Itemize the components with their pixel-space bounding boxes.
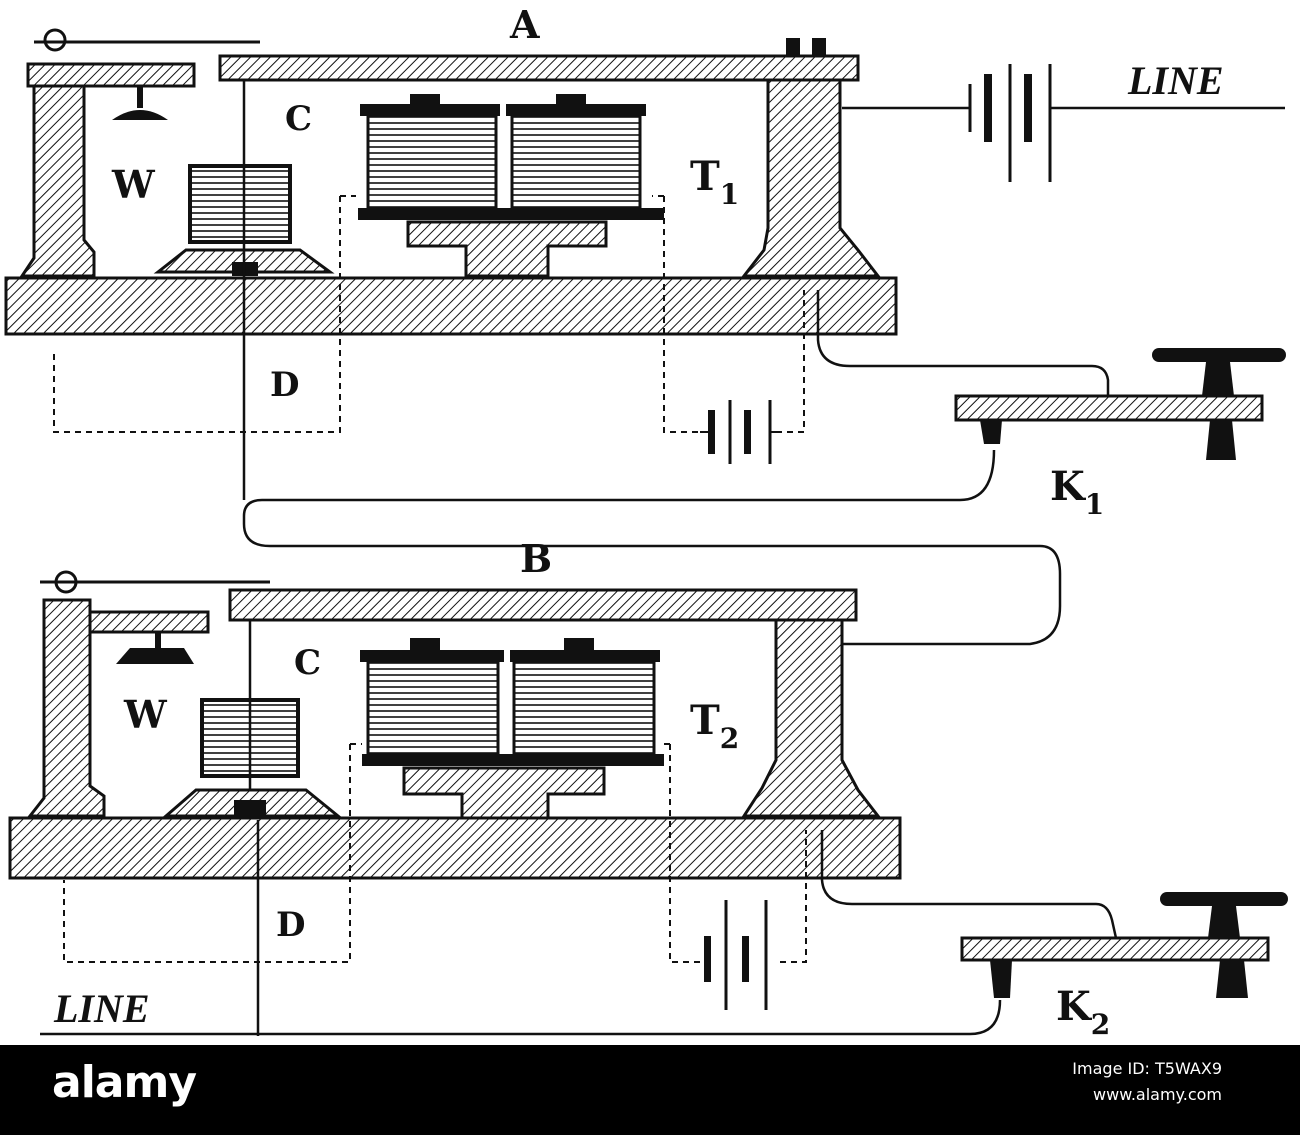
adjust-screw-top xyxy=(112,110,168,120)
local-battery-top xyxy=(700,400,776,464)
line-battery xyxy=(968,64,1052,182)
lever-a-pin xyxy=(786,38,800,56)
magnet-coil-left-bottom xyxy=(366,660,500,756)
telegraph-key-k1 xyxy=(954,348,1286,460)
adjust-screw-bottom xyxy=(116,648,194,664)
label-b: B xyxy=(520,536,552,581)
label-t2: T2 xyxy=(690,697,739,755)
label-w-top: W xyxy=(111,162,156,207)
magnet-yoke-bottom xyxy=(402,766,606,820)
lever-a-pin xyxy=(812,38,826,56)
right-pillar-top xyxy=(740,78,882,278)
label-c-bottom: C xyxy=(294,643,321,683)
label-d-top: D xyxy=(270,365,299,405)
magnet-coil-right-bottom xyxy=(512,660,656,756)
left-pillar-top xyxy=(19,84,96,278)
label-line-bottom: LINE xyxy=(53,986,150,1031)
telegraph-diagram: A C W D T1 K1 LINE B C W D T2 K2 LINE xyxy=(4,2,1288,1041)
image-id-text: Image ID: T5WAX9 xyxy=(1072,1059,1222,1078)
magnet-yoke-top xyxy=(406,220,608,278)
left-pillar-bottom xyxy=(26,598,106,818)
local-battery-bottom xyxy=(704,900,768,1010)
magnet-coil-left-top xyxy=(366,114,498,210)
label-c-top: C xyxy=(285,99,312,139)
telegraph-key-k2 xyxy=(960,892,1288,998)
wire-b xyxy=(242,449,1062,646)
label-w-bottom: W xyxy=(123,692,168,737)
base-top xyxy=(4,276,898,336)
cell-w-top xyxy=(188,164,292,244)
label-k2: K2 xyxy=(1056,983,1110,1041)
left-arm-top xyxy=(26,62,196,88)
label-a: A xyxy=(509,2,540,47)
instrument-top xyxy=(4,28,1286,646)
lever-a xyxy=(218,54,860,82)
spring-ring-top xyxy=(43,28,67,52)
lever-bottom xyxy=(228,588,858,622)
right-pillar-bottom xyxy=(741,618,882,818)
magnet-coil-right-top xyxy=(510,114,642,210)
brand-logo: alamy xyxy=(52,1057,197,1108)
base-bottom xyxy=(8,816,902,880)
site-url-text: www.alamy.com xyxy=(1093,1085,1222,1104)
label-k1: K1 xyxy=(1050,463,1104,521)
label-d-bottom: D xyxy=(276,905,305,945)
label-t1: T1 xyxy=(690,153,739,211)
watermark-footer: alamy Image ID: T5WAX9 www.alamy.com xyxy=(0,1045,1300,1135)
label-line-top: LINE xyxy=(1127,58,1224,103)
instrument-bottom xyxy=(8,570,1288,1036)
